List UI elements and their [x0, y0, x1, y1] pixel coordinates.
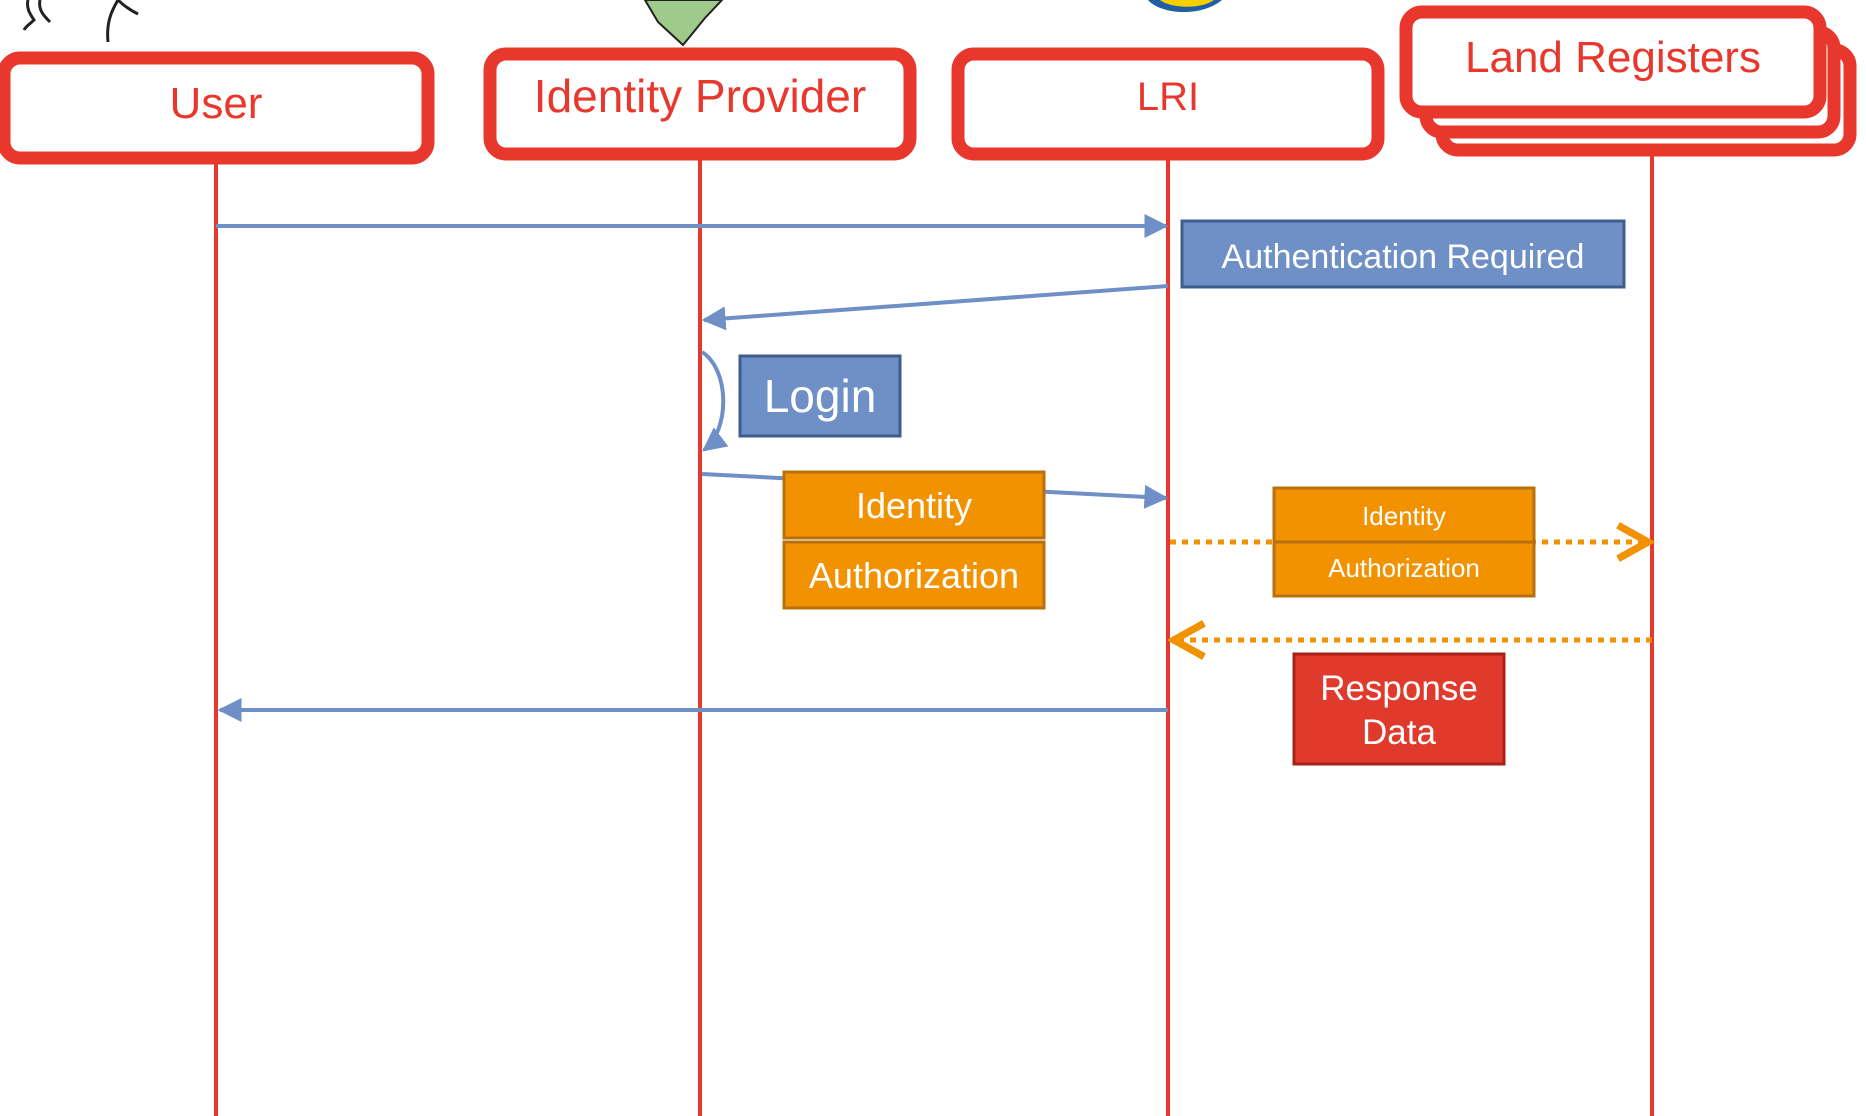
- note-authentication-required: Authentication Required: [1180, 219, 1626, 289]
- note-authorization-label: Authorization: [809, 555, 1019, 596]
- participant-identity-provider: Identity Provider: [483, 47, 917, 161]
- participant-lri-label: LRI: [1137, 75, 1199, 119]
- message-login-self-loop: [700, 350, 729, 452]
- note-response-data-line2: Data: [1362, 713, 1436, 752]
- participant-user-label: User: [170, 79, 263, 128]
- note-identity-small-label: Identity: [1362, 501, 1446, 531]
- note-response-data: Response Data: [1292, 652, 1506, 766]
- note-authentication-required-label: Authentication Required: [1222, 238, 1585, 276]
- lifelines: [214, 150, 1654, 1116]
- note-identity: Identity: [782, 470, 1046, 540]
- note-authorization: Authorization: [782, 540, 1046, 610]
- participant-identity-provider-label: Identity Provider: [534, 70, 866, 122]
- message-lri-to-identity-provider: [701, 284, 1169, 331]
- note-login-label: Login: [764, 370, 877, 422]
- participant-lri: LRI: [951, 47, 1385, 161]
- note-identity-small: Identity: [1272, 486, 1536, 544]
- participant-land-registers-stack: Land Registers: [1399, 5, 1857, 157]
- note-response-data-line1: Response: [1320, 669, 1478, 708]
- participant-user: User: [0, 51, 435, 165]
- note-authorization-small: Authorization: [1272, 540, 1536, 598]
- user-figure-icon: [22, 0, 139, 43]
- identity-provider-logo-icon: [643, 0, 724, 47]
- lri-logo-icon: [1148, 0, 1222, 13]
- participant-land-registers-label: Land Registers: [1465, 33, 1761, 82]
- note-authorization-small-label: Authorization: [1328, 553, 1480, 583]
- note-identity-label: Identity: [856, 485, 972, 526]
- note-login: Login: [738, 354, 902, 438]
